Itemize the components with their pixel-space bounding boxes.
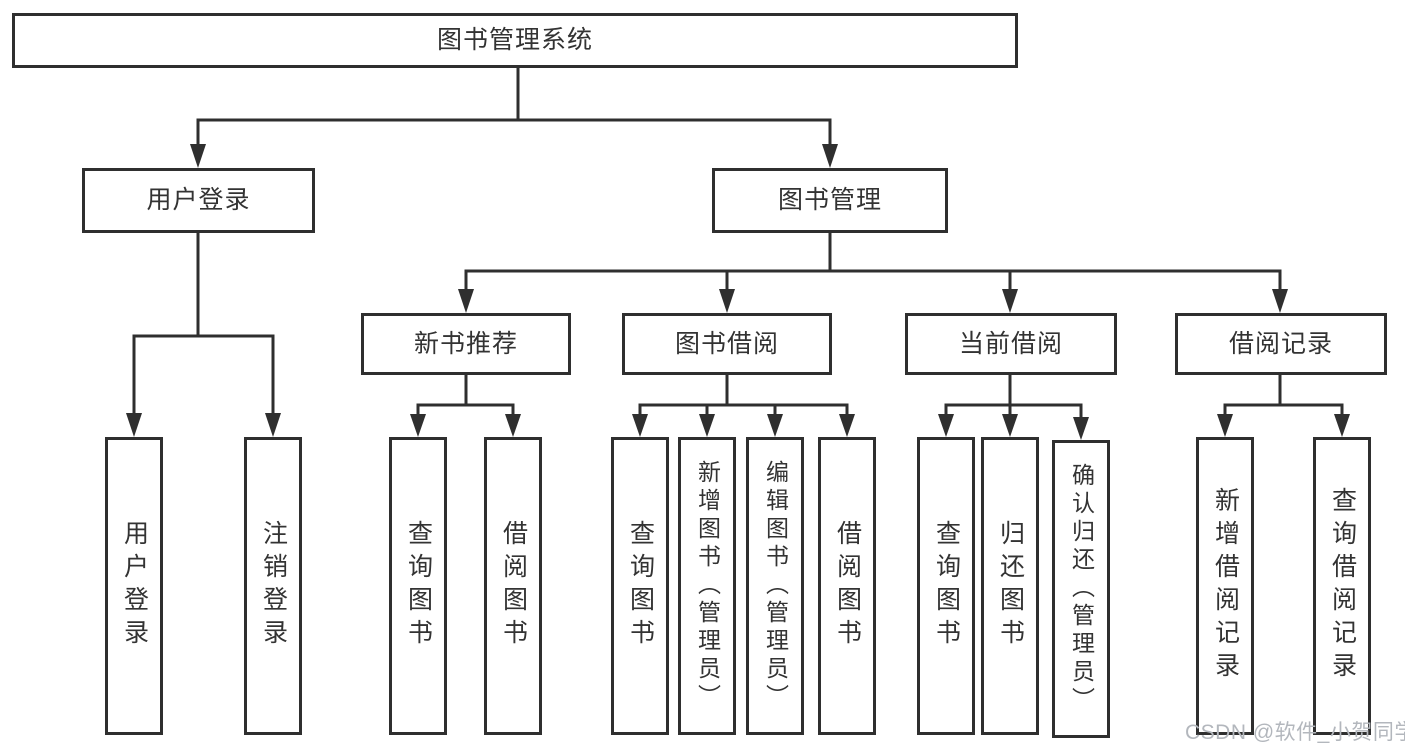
leaf-query-borrow-record: 查询借阅记录 (1313, 437, 1371, 735)
leaf-add-borrow-record: 新增借阅记录 (1196, 437, 1254, 735)
leaf-user-login: 用户登录 (105, 437, 163, 735)
leaf-confirm-return-admin: 确认归还（管理员） (1052, 440, 1110, 738)
leaf-query-books-recommend: 查询图书 (389, 437, 447, 735)
node-user-login: 用户登录 (82, 168, 315, 233)
node-library-management-system: 图书管理系统 (12, 13, 1018, 68)
node-book-management: 图书管理 (712, 168, 948, 233)
leaf-edit-book-admin: 编辑图书（管理员） (746, 437, 804, 735)
leaf-add-book-admin: 新增图书（管理员） (678, 437, 736, 735)
leaf-query-books-borrow: 查询图书 (611, 437, 669, 735)
node-borrow-records: 借阅记录 (1175, 313, 1387, 375)
node-current-borrow: 当前借阅 (905, 313, 1117, 375)
leaf-return-book: 归还图书 (981, 437, 1039, 735)
leaf-borrow-books-borrow: 借阅图书 (818, 437, 876, 735)
leaf-logout: 注销登录 (244, 437, 302, 735)
leaf-query-books-current: 查询图书 (917, 437, 975, 735)
leaf-borrow-books-recommend: 借阅图书 (484, 437, 542, 735)
node-book-borrow: 图书借阅 (622, 313, 832, 375)
node-new-book-recommend: 新书推荐 (361, 313, 571, 375)
csdn-watermark: CSDN @软件_小贺同学 (1185, 721, 1405, 744)
